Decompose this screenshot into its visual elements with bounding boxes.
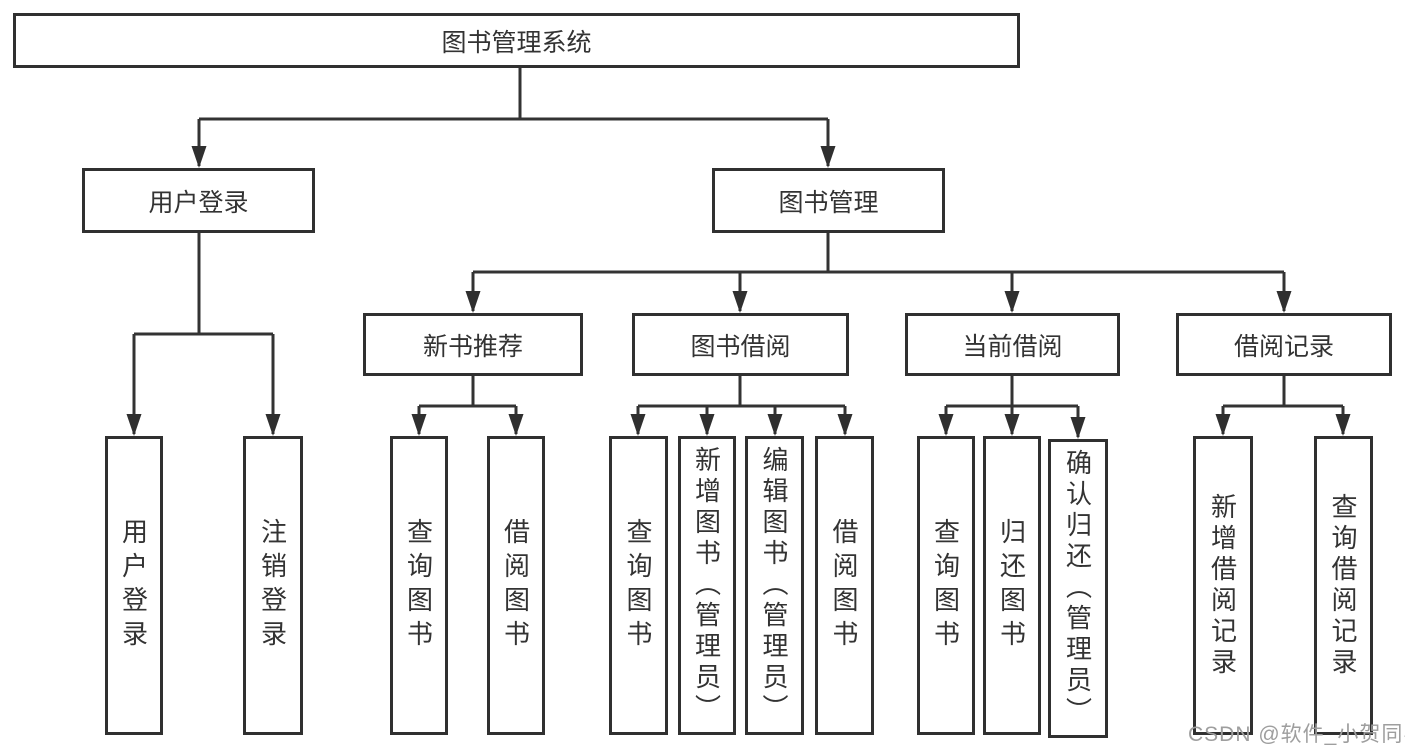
- leaf-user-login: 用户登录: [105, 436, 163, 735]
- connector-lines: [132, 68, 1345, 437]
- node-user-login: 用户登录: [82, 168, 315, 233]
- leaf-return-books: 归还图书: [983, 436, 1041, 735]
- node-new-book-recommend: 新书推荐: [363, 313, 583, 376]
- node-book-borrowing: 图书借阅: [632, 313, 849, 376]
- node-root: 图书管理系统: [13, 13, 1020, 68]
- node-current-borrowing: 当前借阅: [905, 313, 1120, 376]
- leaf-add-borrow-record: 新增借阅记录: [1193, 436, 1253, 735]
- leaf-query-borrow-record: 查询借阅记录: [1314, 436, 1373, 735]
- node-borrowing-records: 借阅记录: [1176, 313, 1392, 376]
- leaf-confirm-return-admin: 确认归还（管理员）: [1048, 439, 1108, 738]
- leaf-query-books-borrow: 查询图书: [609, 436, 668, 735]
- leaf-borrow-books-recommend: 借阅图书: [487, 436, 545, 735]
- node-book-management: 图书管理: [712, 168, 945, 233]
- leaf-add-books-admin: 新增图书（管理员）: [678, 436, 736, 735]
- leaf-edit-books-admin: 编辑图书（管理员）: [745, 436, 804, 735]
- leaf-query-books-current: 查询图书: [917, 436, 975, 735]
- leaf-logout: 注销登录: [243, 436, 303, 735]
- leaf-query-books-recommend: 查询图书: [390, 436, 448, 735]
- csdn-watermark: CSDN @软件_小贺同学: [1188, 723, 1405, 746]
- leaf-borrow-books-borrow: 借阅图书: [815, 436, 874, 735]
